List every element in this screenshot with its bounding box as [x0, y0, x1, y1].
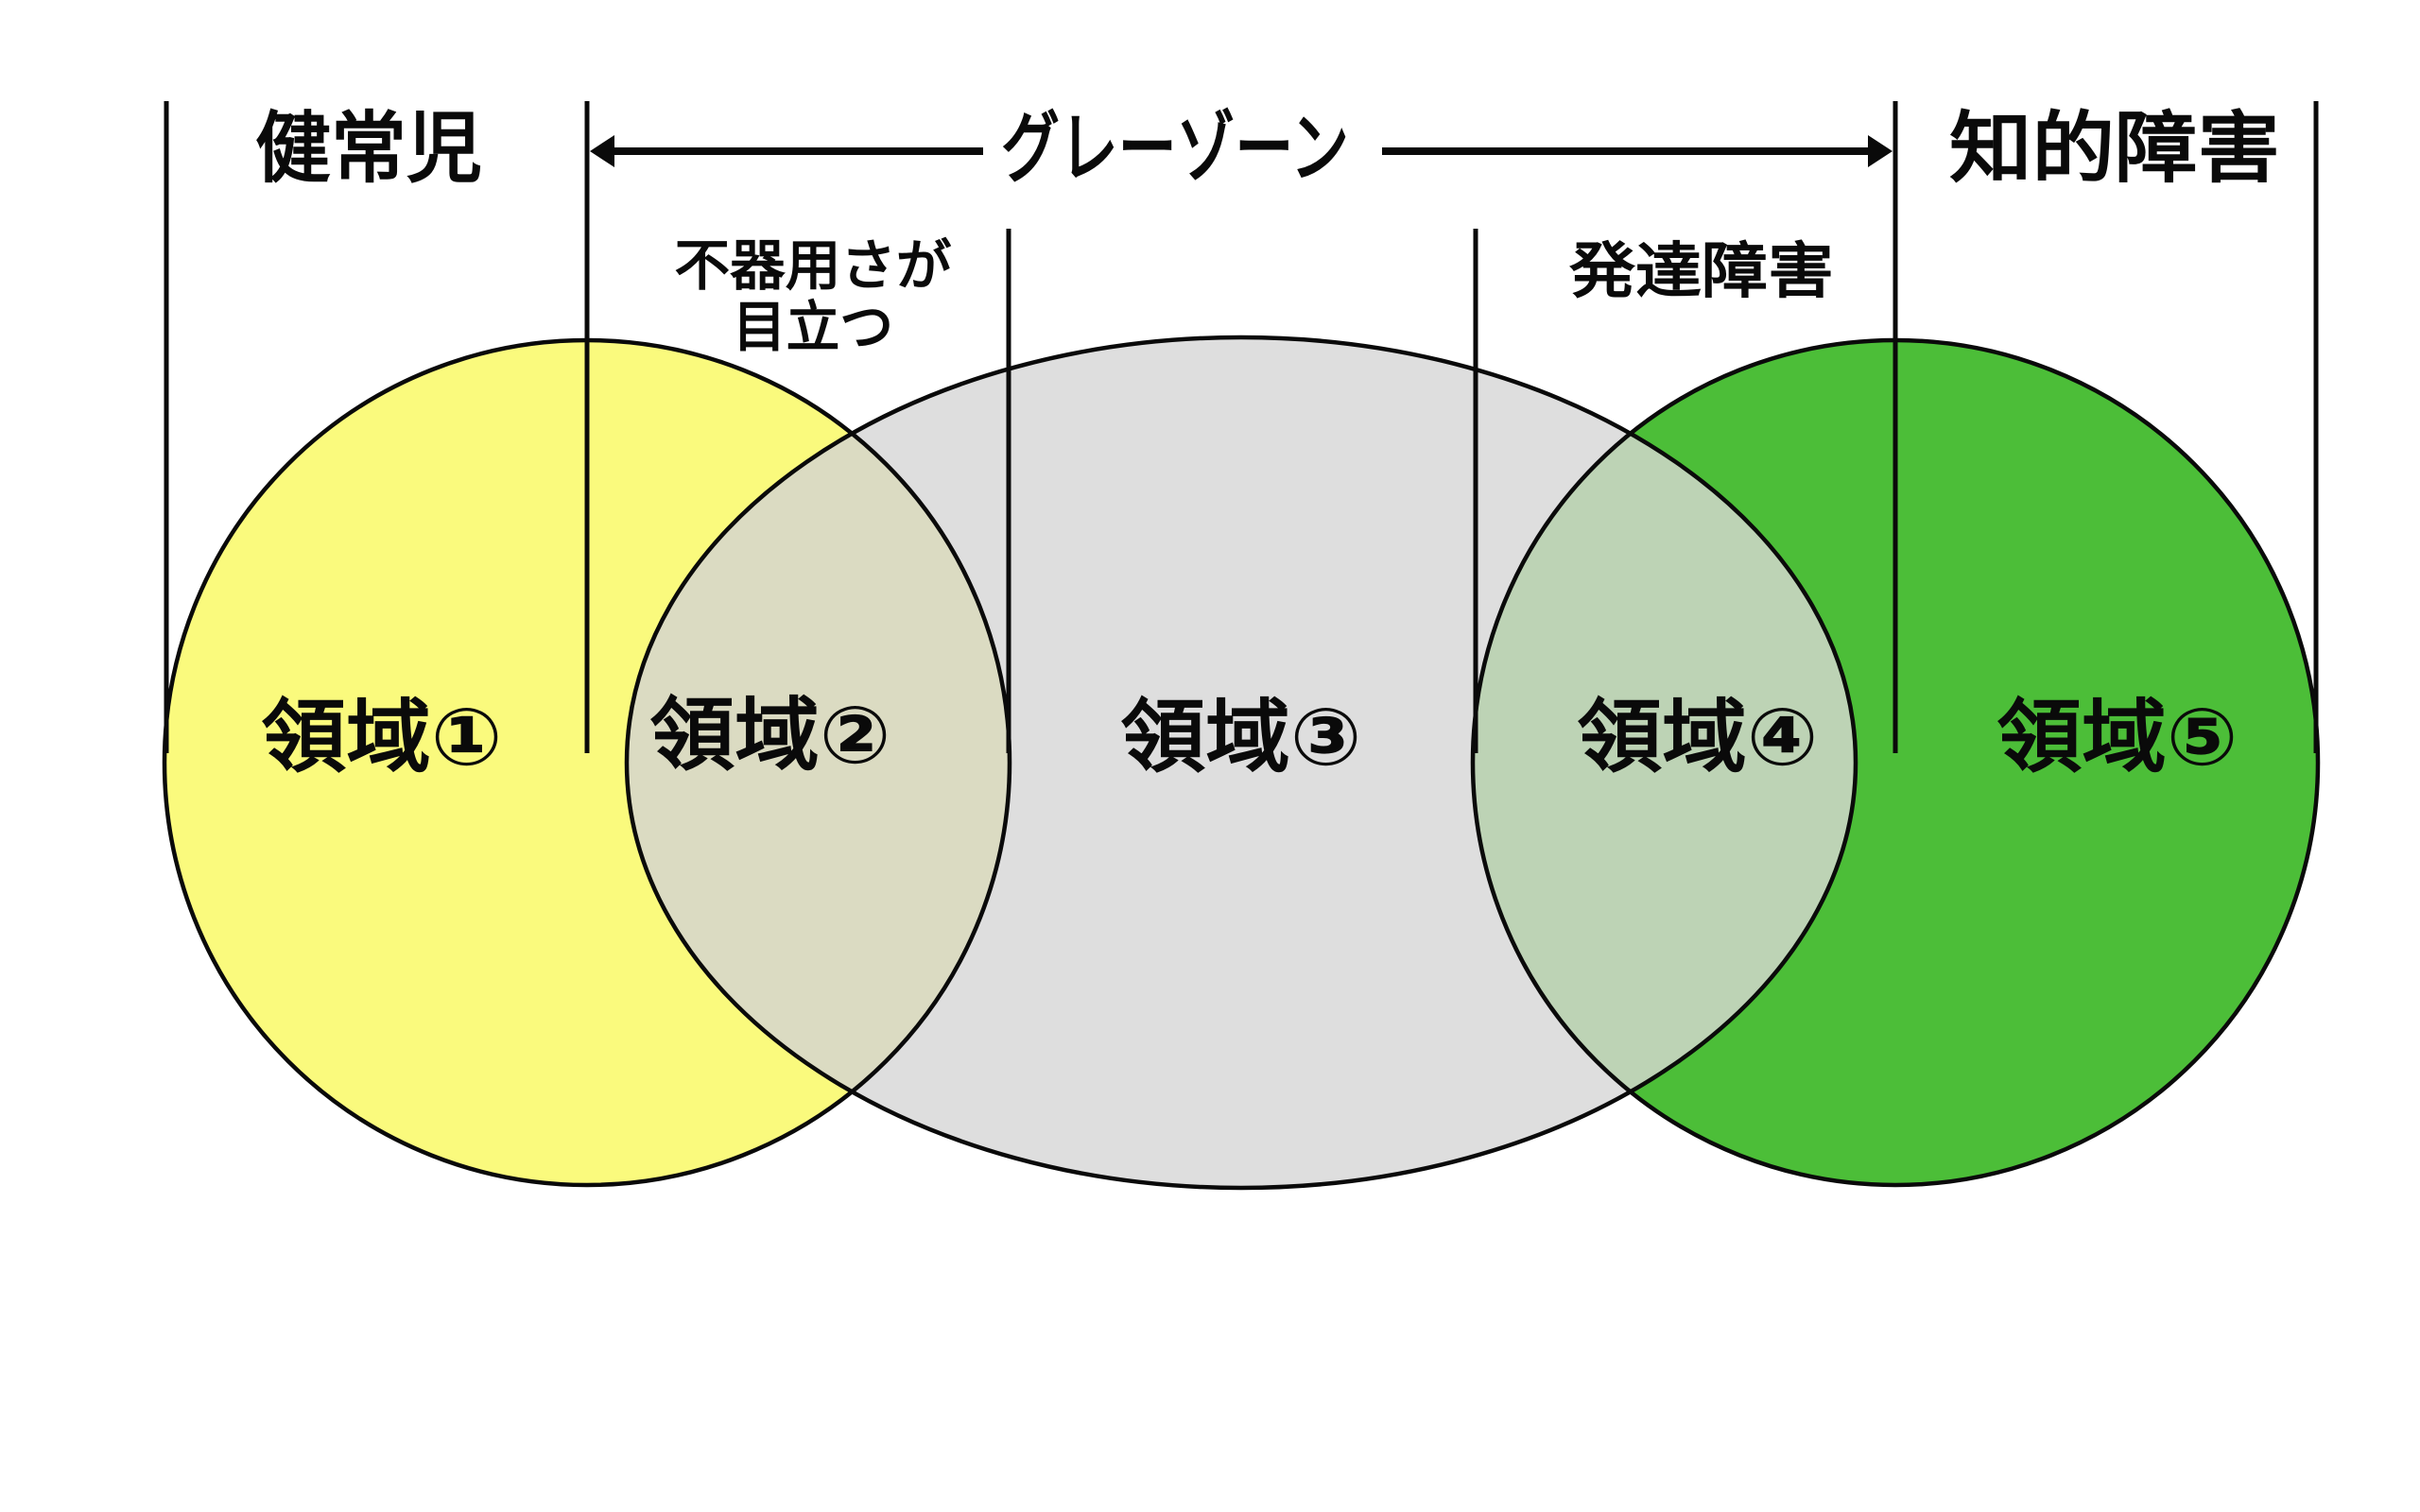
label-developmental-disorder: 発達障害: [1569, 237, 1834, 305]
grayzone-right-arrow: [1382, 135, 1893, 167]
right-arrowhead-icon: [1868, 135, 1893, 167]
label-region-2: 領域②: [650, 691, 891, 780]
label-region-1: 領域①: [262, 693, 503, 782]
label-region-4: 領域④: [1578, 693, 1819, 782]
grayzone-left-arrow: [590, 135, 983, 167]
overlap-lens-region4: [1472, 433, 1857, 1091]
label-healthy-child: 健常児: [255, 106, 482, 192]
label-gray-zone: グレーゾーン: [1001, 106, 1349, 192]
label-region-3: 領域③: [1121, 693, 1362, 782]
left-arrowhead-icon: [590, 135, 614, 167]
label-clumsiness-line1: 不器用さが: [675, 235, 952, 297]
overlap-lens-region2: [627, 433, 1011, 1091]
label-clumsiness-line2: 目立つ: [733, 297, 893, 358]
grayzone-ellipse-outline: [624, 335, 1858, 1191]
label-intellectual-disability: 知的障害: [1949, 106, 2280, 192]
label-region-5: 領域⑤: [1997, 693, 2238, 782]
